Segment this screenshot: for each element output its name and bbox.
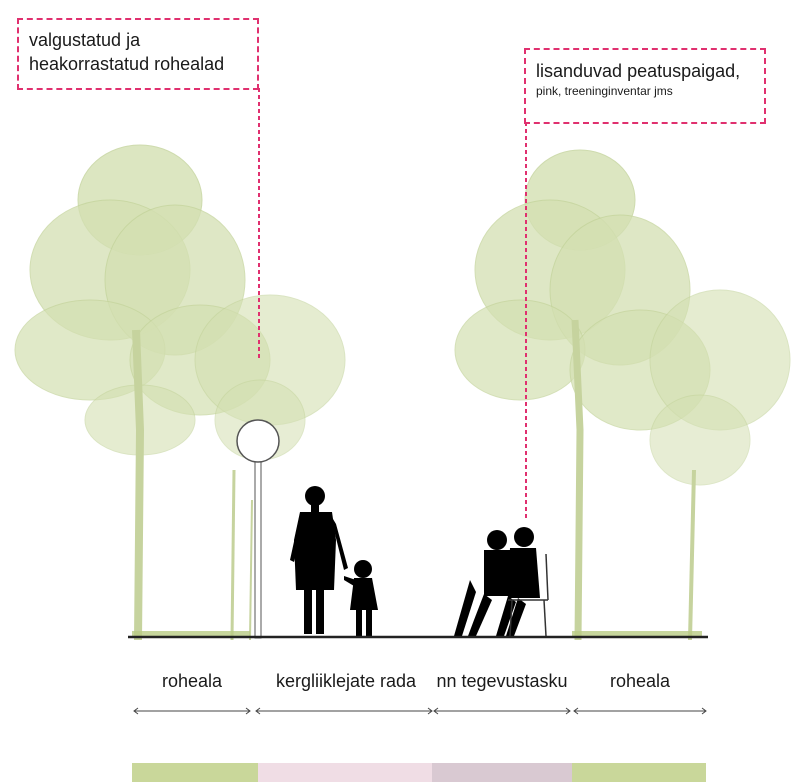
zone-bar-roheala-left <box>132 763 258 782</box>
trees-right <box>454 149 791 486</box>
woman-silhouette <box>290 486 348 634</box>
bench <box>508 553 549 637</box>
zone-label-tegevustasku: nn tegevustasku <box>436 671 568 691</box>
callout-green-areas: valgustatud ja heakorrastatud rohealad <box>17 18 259 90</box>
zone-label-roheala-left: roheala <box>161 671 223 691</box>
tree-trunks-right <box>571 319 696 641</box>
zone-bar-tegevustasku <box>432 763 572 782</box>
tree-trunks-left <box>132 329 253 641</box>
zone-bar-roheala-right <box>572 763 706 782</box>
street-lamp <box>236 419 280 639</box>
callout-left-line1: valgustatud ja <box>29 30 141 50</box>
grass <box>132 631 702 637</box>
callout-left-line2: heakorrastatud rohealad <box>29 54 225 74</box>
zone-label-roheala-right: roheala <box>609 671 671 691</box>
zone-label-kergliiklejate-rada: kergliiklejate rada <box>275 671 417 691</box>
callout-rest-stops: lisanduvad peatuspaigad, pink, treeningi… <box>524 48 766 124</box>
zone-arrows <box>133 707 707 715</box>
callout-right-line2: pink, treeninginventar jms <box>536 84 673 98</box>
callout-right-line1: lisanduvad peatuspaigad, <box>536 61 741 81</box>
seated-people-silhouette <box>454 527 540 636</box>
zone-bar-kergliiklejate-rada <box>258 763 432 782</box>
trees-left <box>14 144 346 461</box>
child-silhouette <box>344 560 378 636</box>
